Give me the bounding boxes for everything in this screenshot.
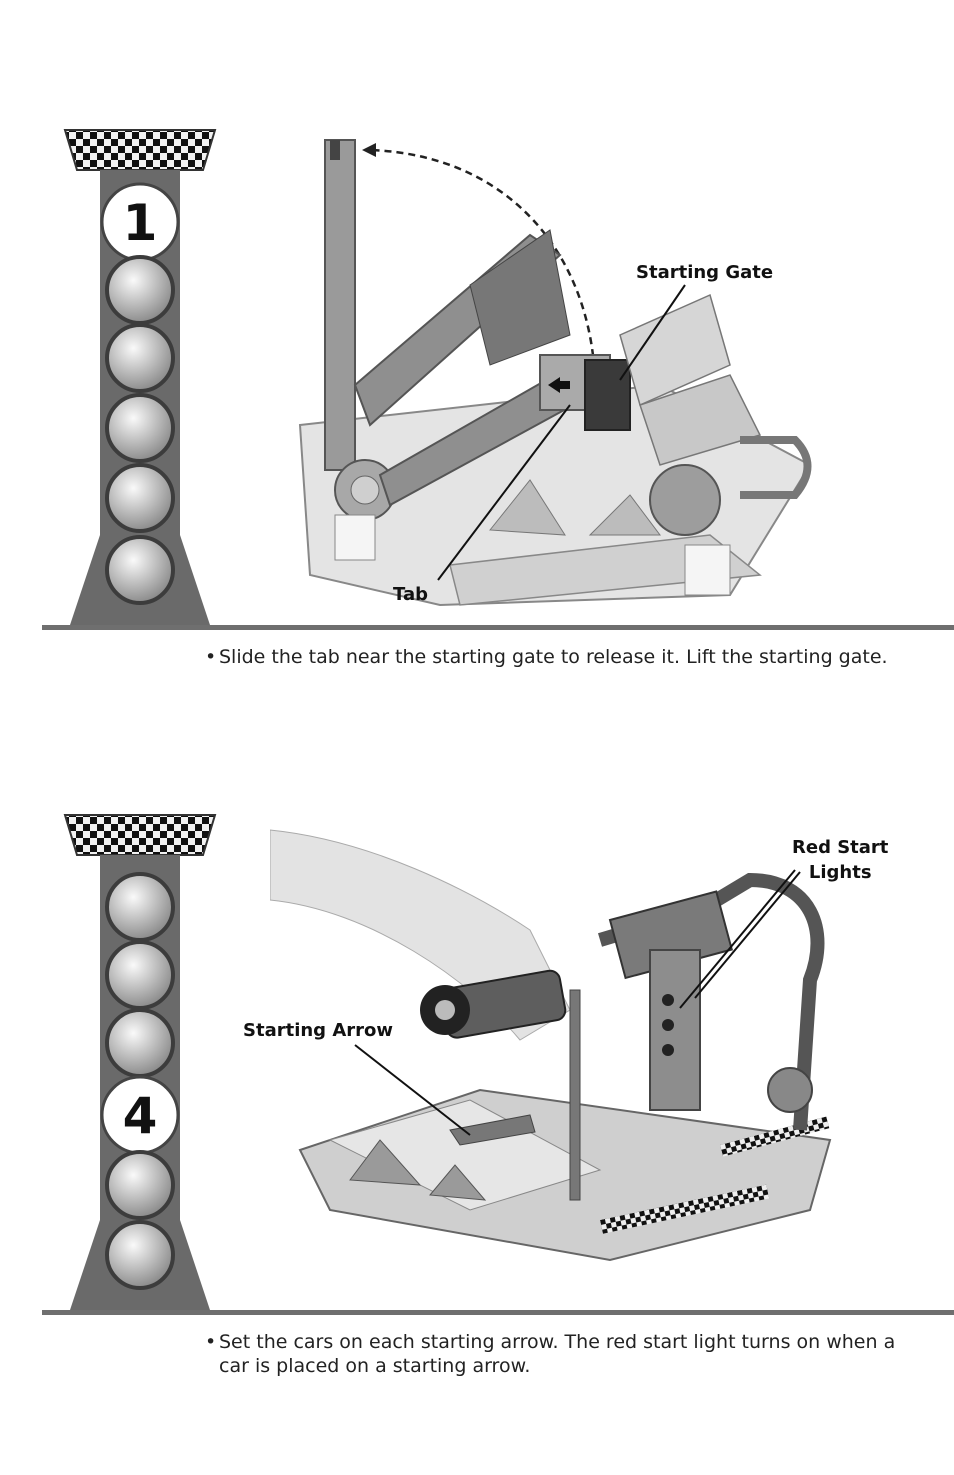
instruction-text-line1: Set the cars on each starting arrow. The… (219, 1331, 896, 1353)
indicator-light-icon (105, 1008, 175, 1078)
indicator-light-icon (105, 940, 175, 1010)
callout-red-start-lights: Red Start Lights (792, 835, 888, 885)
instruction-text: Slide the tab near the starting gate to … (219, 646, 888, 668)
divider-rule (42, 625, 954, 630)
callout-red-start-line2: Lights (808, 862, 872, 883)
cars-on-starting-arrow-illustration (270, 829, 832, 1262)
instruction-step-1: •Slide the tab near the starting gate to… (205, 645, 925, 669)
bullet: • (205, 646, 217, 668)
bullet: • (205, 1331, 217, 1353)
checkered-flag-icon (63, 814, 217, 856)
callout-tab: Tab (393, 584, 428, 605)
indicator-light-icon (105, 535, 175, 605)
dashed-arrow-icon (369, 148, 597, 381)
callout-starting-arrow: Starting Arrow (243, 1020, 394, 1041)
indicator-light-icon: 1 (100, 182, 180, 262)
checkered-flag-icon (63, 129, 217, 171)
indicator-light-icon (105, 255, 175, 325)
starting-gate-illustration (298, 139, 812, 607)
step-1: 1 (0, 0, 954, 700)
progress-tower-step-4: 4 (63, 814, 217, 1310)
callout-red-start-line1: Red Start (792, 837, 889, 858)
indicator-light-icon: 4 (100, 1075, 180, 1155)
indicator-light-icon (105, 872, 175, 942)
indicator-light-icon (105, 1150, 175, 1220)
step-4: 4 (0, 700, 954, 1475)
indicator-light-icon (105, 463, 175, 533)
indicator-light-icon (105, 1220, 175, 1290)
step-1-number: 1 (123, 194, 158, 252)
divider-rule (42, 1310, 954, 1315)
callout-starting-gate: Starting Gate (636, 262, 774, 283)
progress-tower-step-1: 1 (63, 129, 217, 625)
instruction-step-4: •Set the cars on each starting arrow. Th… (205, 1330, 925, 1378)
instruction-text-line2: car is placed on a starting arrow. (219, 1355, 531, 1377)
indicator-light-icon (105, 323, 175, 393)
step-4-number: 4 (123, 1087, 158, 1145)
indicator-light-icon (105, 393, 175, 463)
